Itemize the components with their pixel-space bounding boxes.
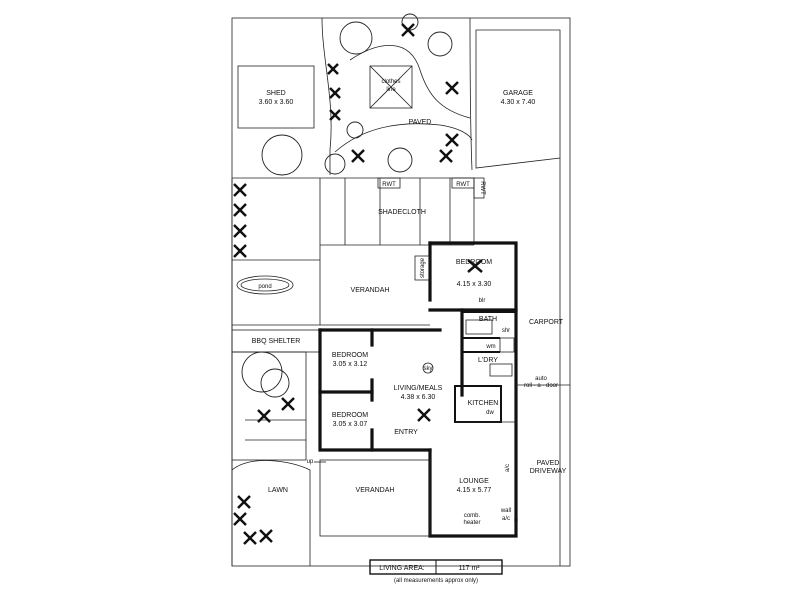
lounge-dims: 4.15 x 5.77 — [457, 487, 492, 494]
auto-door-label-2: roll - a - door — [524, 383, 558, 389]
bedroom-1-dims: 4.15 x 3.30 — [457, 281, 492, 288]
tree-icon — [241, 13, 453, 398]
bedroom-2-dims: 3.05 x 3.12 — [333, 361, 368, 368]
entry-label: ENTRY — [394, 429, 418, 436]
wall-ac-label-2: a/c — [502, 516, 510, 522]
shrub-icon — [233, 23, 459, 545]
wm-label: wm — [485, 344, 495, 350]
house-walls — [318, 241, 518, 538]
rwt-label-3: RWT — [479, 181, 485, 195]
lawn-label: LAWN — [268, 487, 288, 494]
garage-label: GARAGE — [503, 90, 533, 97]
living-area-label: LIVING AREA: — [379, 565, 425, 572]
living-dims: 4.38 x 6.30 — [401, 394, 436, 401]
bedroom-1-label: BEDROOM — [456, 259, 492, 266]
carport-label: CARPORT — [529, 319, 564, 326]
kitchen-label: KITCHEN — [468, 400, 499, 407]
verandah-rear-label: VERANDAH — [351, 287, 390, 294]
paved-driveway-label-2: DRIVEWAY — [530, 468, 567, 475]
paved-driveway-label-1: PAVED — [537, 460, 560, 467]
bedroom-2-label: BEDROOM — [332, 352, 368, 359]
ac-label: a/c — [505, 464, 511, 472]
pond-outline — [236, 275, 294, 295]
measurement-note: (all measurements approx only) — [394, 578, 478, 584]
pond-label: pond — [258, 284, 271, 290]
lounge-label: LOUNGE — [459, 478, 489, 485]
verandah-front-label: VERANDAH — [356, 487, 395, 494]
garage-dims: 4.30 x 7.40 — [501, 99, 536, 106]
comb-heater-label-2: heater — [463, 520, 480, 526]
robe-label: blr — [479, 298, 486, 304]
comb-heater-label-1: comb. — [464, 513, 481, 519]
living-label: LIVING/MEALS — [394, 385, 443, 392]
rwt-label-2: RWT — [456, 182, 470, 188]
living-area-value: 117 m² — [458, 565, 480, 572]
up-label: up — [307, 459, 314, 465]
shed-dims: 3.60 x 3.60 — [259, 99, 294, 106]
shr-label: shr — [502, 328, 510, 334]
bedroom-3-label: BEDROOM — [332, 412, 368, 419]
path-edge — [349, 45, 471, 119]
dw-label: dw — [486, 410, 494, 416]
fan-icon — [417, 259, 483, 422]
shed — [237, 65, 315, 129]
storage-label: storage — [420, 257, 426, 278]
wall-ac-label-1: wall — [500, 508, 511, 514]
paved-yard-label: PAVED — [409, 119, 432, 126]
shadecloth-label: SHADECLOTH — [378, 209, 426, 216]
clothes-line-label-2: line — [386, 87, 396, 93]
clothes-line — [369, 65, 413, 109]
rwt-label-1: RWT — [382, 182, 396, 188]
shed-label: SHED — [266, 90, 285, 97]
bbq-shelter-label: BBQ SHELTER — [252, 338, 301, 345]
shadecloth-stripes — [319, 177, 485, 246]
ldry-label: L'DRY — [478, 357, 498, 364]
sky-label: sky — [424, 366, 433, 372]
bath-label: BATH — [479, 316, 497, 323]
auto-door-label-1: auto — [535, 376, 547, 382]
clothes-line-label: clothes — [381, 79, 400, 85]
bedroom-3-dims: 3.05 x 3.07 — [333, 421, 368, 428]
lawn-edge — [231, 460, 311, 566]
sky-icon — [422, 362, 434, 374]
